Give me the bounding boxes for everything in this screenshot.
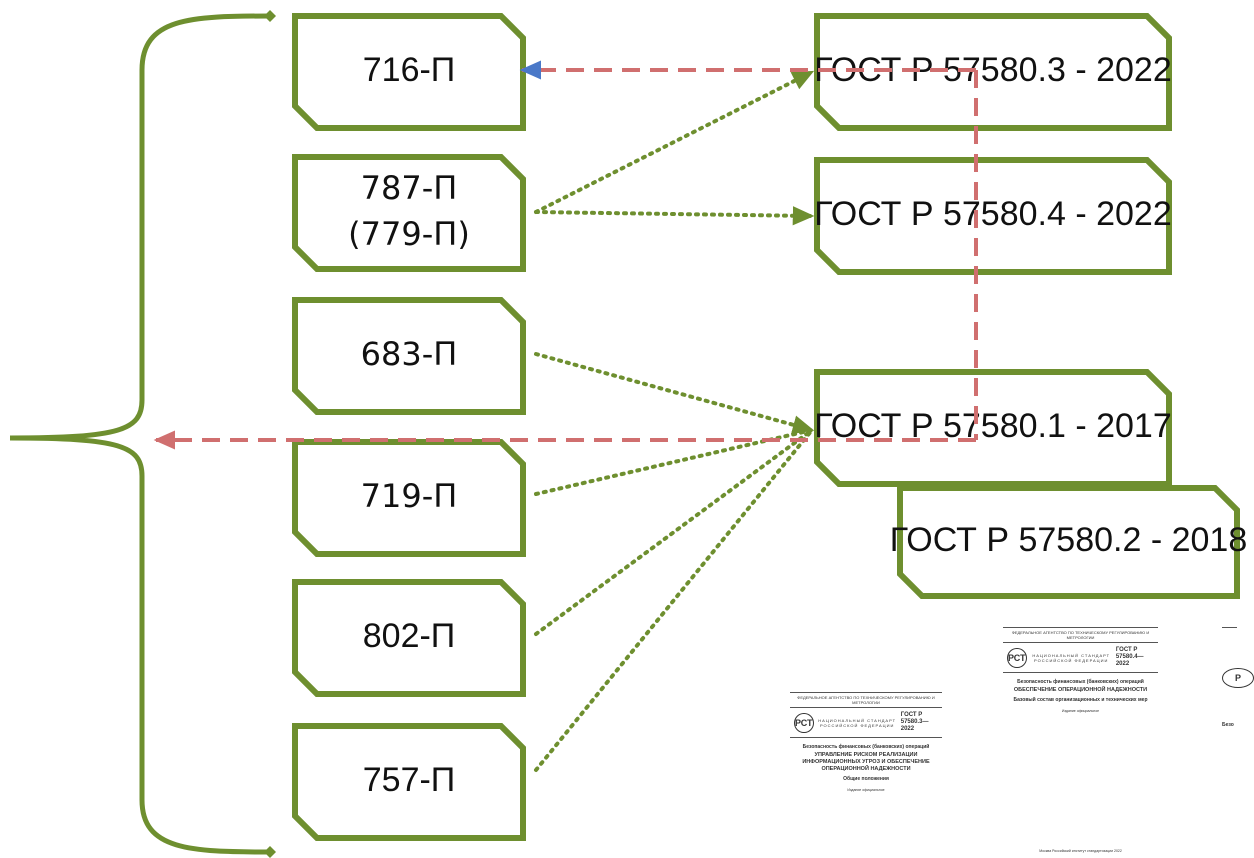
box-g4-label: ГОСТ Р 57580.4 - 2022 — [814, 195, 1171, 233]
connector-802-to-g1 — [534, 428, 814, 636]
rst-logo-icon: РСТ — [1007, 647, 1027, 668]
doc-rule — [1003, 642, 1158, 643]
box-g4-frame — [814, 157, 1172, 275]
doc-gost-number: ГОСТ Р 57580.4— 2022 — [1115, 647, 1144, 667]
doc-agency: ФЕДЕРАЛЬНОЕ АГЕНТСТВО ПО ТЕХНИЧЕСКОМУ РЕ… — [797, 695, 935, 705]
box-n757-label: 757-П — [363, 761, 456, 799]
doc-rule-top — [1003, 627, 1158, 628]
box-n802-label: 802-П — [363, 617, 456, 655]
dotted-connectors — [534, 70, 815, 772]
doc-header-row: РСТ НАЦИОНАЛЬНЫЙ СТАНДАРТ РОССИЙСКОЙ ФЕДЕ… — [1003, 645, 1158, 670]
doc-national-label: НАЦИОНАЛЬНЫЙ СТАНДАРТ РОССИЙСКОЙ ФЕДЕРАЦ… — [1032, 652, 1111, 663]
brace-top-diamond — [264, 10, 276, 22]
box-n716-label: 716-П — [363, 51, 456, 89]
connector-787-to-g4 — [534, 206, 815, 226]
doc-header-row: РСТ НАЦИОНАЛЬНЫЙ СТАНДАРТ РОССИЙСКОЙ ФЕДЕ… — [790, 710, 942, 735]
doc-rule — [1003, 672, 1158, 673]
dashed-connectors — [153, 60, 978, 450]
doc-rule — [790, 707, 942, 708]
doc-gost-number: ГОСТ Р 57580.3— 2022 — [900, 712, 929, 732]
box-g4: ГОСТ Р 57580.4 - 2022 — [814, 157, 1172, 275]
box-n802: 802-П — [292, 579, 526, 697]
box-n719-label: 719-П — [361, 477, 458, 515]
doc-subtitle: Общие положения — [843, 776, 889, 782]
box-g2-label: ГОСТ Р 57580.2 - 2018 — [890, 521, 1247, 559]
connector-719-to-g1 — [534, 428, 814, 496]
connector-683-to-g1 — [534, 352, 815, 435]
box-n757-frame — [292, 723, 526, 841]
box-g3: ГОСТ Р 57580.3 - 2022 — [814, 13, 1172, 131]
doc-series: Безопасность финансовых (банковских) опе… — [802, 744, 930, 750]
box-n683: 683-П — [292, 297, 526, 415]
box-g1-label: ГОСТ Р 57580.1 - 2017 — [814, 407, 1171, 445]
box-n802-frame — [292, 579, 526, 697]
box-n787-label: (779-П) — [348, 215, 470, 253]
box-n787-frame — [292, 154, 526, 272]
box-n719: 719-П — [292, 439, 526, 557]
doc-edition: Издание официальное — [847, 788, 885, 792]
box-g3-frame — [814, 13, 1172, 131]
doc-edition: Издание официальное — [1061, 709, 1100, 713]
box-n719-frame — [292, 439, 526, 557]
doc-series: Безо — [1222, 722, 1234, 728]
brace-bottom-diamond — [264, 846, 276, 858]
box-g3-label: ГОСТ Р 57580.3 - 2022 — [814, 51, 1171, 89]
gost-document-thumbnail-1: ФЕДЕРАЛЬНОЕ АГЕНТСТВО ПО ТЕХНИЧЕСКОМУ РЕ… — [790, 690, 942, 855]
box-g1: ГОСТ Р 57580.1 - 2017 — [814, 369, 1172, 487]
box-n683-label: 683-П — [361, 335, 458, 373]
doc-series: Безопасность финансовых (банковских) опе… — [1017, 679, 1144, 685]
box-n787: 787-П (779-П) — [292, 154, 526, 272]
connector-757-to-g1 — [534, 428, 814, 772]
doc-rule-top — [790, 692, 942, 693]
connector-787-to-g3 — [534, 70, 815, 214]
rst-logo-icon: РСТ — [794, 712, 814, 733]
doc-rule-top — [1222, 627, 1237, 628]
gost-document-thumbnail-3: Р Безо — [1222, 625, 1254, 755]
box-n683-frame — [292, 297, 526, 415]
gost-document-thumbnail-2: ФЕДЕРАЛЬНОЕ АГЕНТСТВО ПО ТЕХНИЧЕСКОМУ РЕ… — [1003, 625, 1158, 855]
box-n716-frame — [292, 13, 526, 131]
box-n787-label: 787-П — [361, 169, 458, 207]
doc-rule — [790, 737, 942, 738]
box-n757: 757-П — [292, 723, 526, 841]
doc-title: ОБЕСПЕЧЕНИЕ ОПЕРАЦИОННОЙ НАДЕЖНОСТИ — [1013, 687, 1148, 693]
doc-agency: ФЕДЕРАЛЬНОЕ АГЕНТСТВО ПО ТЕХНИЧЕСКОМУ РЕ… — [1011, 630, 1150, 640]
doc-subtitle: Базовый состав организационных и техниче… — [1013, 697, 1148, 703]
doc-title: УПРАВЛЕНИЕ РИСКОМ РЕАЛИЗАЦИИ ИНФОРМАЦИОН… — [802, 752, 930, 772]
rst-logo-icon: Р — [1222, 668, 1254, 688]
doc-national-label: НАЦИОНАЛЬНЫЙ СТАНДАРТ РОССИЙСКОЙ ФЕДЕРАЦ… — [818, 717, 897, 728]
box-n716: 716-П — [292, 13, 526, 131]
doc-city: Москва Российский институт стандартизаци… — [1039, 849, 1122, 853]
box-g2-frame — [897, 485, 1240, 599]
box-g1-frame — [814, 369, 1172, 487]
box-g2: ГОСТ Р 57580.2 - 2018 — [890, 485, 1247, 599]
left-brace — [9, 10, 276, 858]
